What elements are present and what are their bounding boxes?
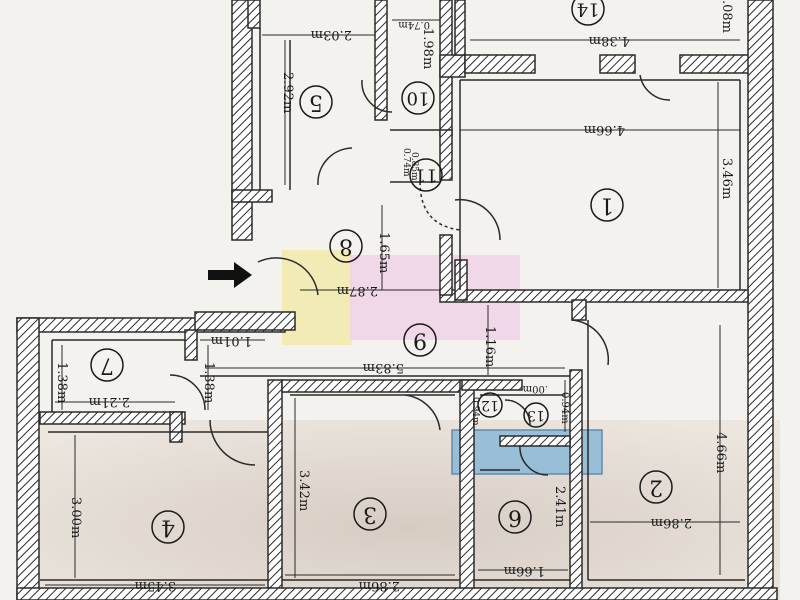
dim-1-98: 1.98m <box>420 28 435 69</box>
room-label-7: 7 <box>100 353 114 378</box>
room-label-14: 14 <box>577 0 600 20</box>
dim-2-21: 2.21m <box>89 394 130 409</box>
dim-0-94-right: 0.94m <box>559 392 570 424</box>
dim-2-03: 2.03m <box>311 27 352 42</box>
dimension-lines <box>45 19 740 586</box>
dim-0-74-top: 0.74m <box>398 19 430 30</box>
dim-08: .08m <box>719 0 734 33</box>
dim-0-85: 0.85m <box>409 152 419 181</box>
interior-lines <box>40 28 745 581</box>
room-label-2: 2 <box>649 475 663 500</box>
dimension-labels: 2.03m 0.74m 1.98m 2.92m 4.38m 4.66m 3.46… <box>54 0 734 593</box>
walls <box>16 0 778 600</box>
dim-3-45: 3.45m <box>135 578 176 593</box>
room-label-1: 1 <box>600 193 614 218</box>
dim-3-42: 3.42m <box>296 470 311 511</box>
dim-0-74-mid: 0.74m <box>401 148 411 177</box>
dim-3-00: 3.00m <box>68 497 83 538</box>
dim-4-66-top: 4.66m <box>584 122 625 137</box>
dim-1-16: 1.16m <box>482 326 497 367</box>
room-label-8: 8 <box>339 234 353 259</box>
room-label-4: 4 <box>161 515 175 540</box>
room-label-3: 3 <box>363 502 377 527</box>
dim-2-86-right: 2.86m <box>651 515 692 530</box>
room-label-10: 10 <box>407 88 430 109</box>
dim-2-92: 2.92m <box>280 72 295 113</box>
dim-00: .00m <box>522 383 548 394</box>
room-label-12: 12 <box>481 397 499 413</box>
dim-3-46: 3.46m <box>719 158 734 199</box>
room-label-6: 6 <box>508 505 522 530</box>
dim-5-83: 5.83m <box>363 360 404 375</box>
dim-1-65: 1.65m <box>376 232 391 273</box>
dim-4-38: 4.38m <box>589 33 630 48</box>
dim-1-66: 1.66m <box>504 563 545 578</box>
room-labels: 1 2 3 4 5 6 7 8 9 10 11 12 13 14 <box>90 0 673 544</box>
room-label-11: 11 <box>415 165 438 186</box>
dim-0-94-left: 0.94m <box>470 397 480 426</box>
dim-1-38-right: 1.38m <box>201 362 216 403</box>
dim-2-41: 2.41m <box>552 486 567 527</box>
dim-1-38-left: 1.38m <box>54 362 69 403</box>
dim-2-86-bottom: 2.86m <box>359 578 400 593</box>
dim-2-87: 2.87m <box>337 283 378 298</box>
room-label-5: 5 <box>309 90 323 115</box>
dim-1-01: 1.01m <box>211 333 252 348</box>
room-label-9: 9 <box>413 328 427 353</box>
room-label-13: 13 <box>527 407 545 423</box>
entrance-arrow-icon <box>208 262 252 288</box>
dim-4-66-right: 4.66m <box>713 432 728 473</box>
floor-stain <box>40 420 780 600</box>
